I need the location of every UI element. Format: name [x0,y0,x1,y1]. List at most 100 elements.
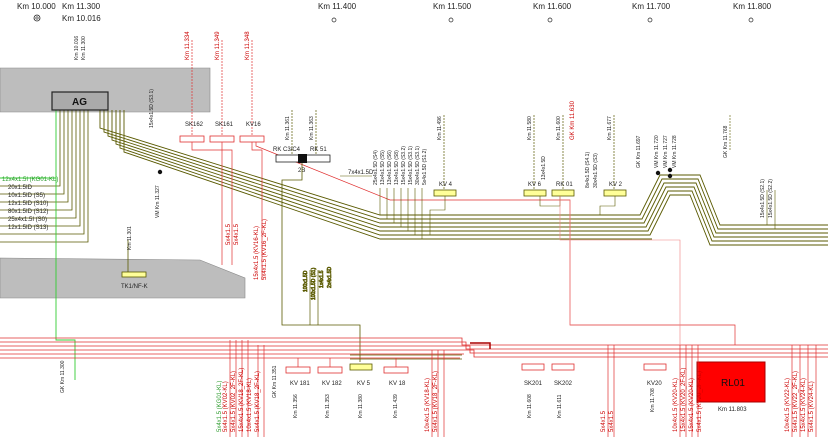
platforms [0,67,246,299]
svg-text:13x4x1.5D (S8): 13x4x1.5D (S8) [394,150,400,185]
svg-text:100x1.5D: 100x1.5D [303,270,309,292]
svg-text:KV 18: KV 18 [389,381,406,387]
svg-text:Km 11.363: Km 11.363 [309,116,315,140]
svg-text:5x4x1.5 (KV24-KL): 5x4x1.5 (KV24-KL) [809,381,815,432]
svg-text:15x4x1.5 (KV24-KL): 15x4x1.5 (KV24-KL) [801,378,807,432]
svg-text:RK C3/C4: RK C3/C4 [273,147,301,153]
box-rk01[interactable]: Km 11.600 GK Km 11.630 RK 01 [551,100,576,197]
svg-text:5x4x1.5D (S1.2): 5x4x1.5D (S1.2) [422,149,428,185]
red-signal-labels: 5x4x1.5 5x4x1.5 15x4x1.5 (KV16-KL) 5x4x1… [226,219,268,280]
box-kv4[interactable]: Km 11.496 KV 4 [429,115,457,235]
svg-text:5x4x1.5 (KV02_2F-KL): 5x4x1.5 (KV02_2F-KL) [231,371,237,432]
km-marker-icon [748,17,754,23]
right-olive-boxes: Km 11.496 KV 4 Km 11.580 13x4x1.5D KV 6 … [429,100,627,235]
rl01-box[interactable]: RL01 Km 11.803 [696,361,766,413]
km-label: Km 11.800 [733,2,772,11]
svg-text:Km 11.334: Km 11.334 [185,31,191,60]
bottom-olive-bundle [350,354,462,360]
signal-kv16[interactable]: Km 11.348 KV16 [239,31,265,143]
signal-sk161[interactable]: Km 11.349 SK161 [209,31,235,143]
svg-text:5x4x1.5 (KG01-KL): 5x4x1.5 (KG01-KL) [217,381,223,432]
svg-text:KV 2: KV 2 [609,182,623,188]
km-label: Km 10.000 [17,2,56,11]
svg-text:13x4x1.5D (S6): 13x4x1.5D (S6) [387,150,393,185]
svg-text:VM Km 11.720: VM Km 11.720 [654,135,660,168]
svg-text:KV16: KV16 [246,122,261,128]
pink-cable [559,196,681,345]
svg-text:15x4x1.5D (S3.2): 15x4x1.5D (S3.2) [401,146,407,185]
tk1-box[interactable]: Km 11.301 TK1/NF-K [121,226,148,290]
km-vertical-label: 15x4x1.5D (S3.1) [149,89,155,128]
svg-text:5x4x1.5: 5x4x1.5 [609,410,615,432]
box-kv2[interactable]: Km 11.677 8x4x1.5D (S4.1) 30x4x1.5D (S3)… [585,115,627,215]
km-vertical-label: Km 11.300 [81,36,87,60]
cable-list-item: 20x1.5ID [8,185,33,191]
svg-text:Km 11.677: Km 11.677 [607,116,613,140]
km-marker-icon [547,17,553,23]
bottom-red-labels: 5x4x1.5 (KV02-KL) 5x4x1.5 (KV02_2F-KL) 1… [217,368,815,432]
bottom-boxes: KV 181 Km 11.356 KV 182 Km 11.353 KV 5 K… [285,358,667,418]
top-signals: Km 11.334 SK162 Km 11.349 SK161 Km 11.34… [179,31,265,143]
svg-text:Km 11.608: Km 11.608 [527,394,533,418]
box-kv182[interactable]: KV 182 Km 11.353 [317,358,343,418]
svg-text:5x4x1.5 (KV18_2F-KL): 5x4x1.5 (KV18_2F-KL) [433,371,439,432]
svg-text:GK Km 11.697: GK Km 11.697 [636,135,642,168]
km-marker-icon [448,17,454,23]
svg-text:KV20: KV20 [647,381,662,387]
box-kv5[interactable]: KV 5 Km 11.380 [349,363,373,418]
km-header: Km 10.000 Km 11.300 Km 10.016 Km 11.400 … [17,2,772,60]
right-km-verticals: GK Km 11.697 VM Km 11.720 VM Km 11.727 V… [636,115,776,229]
box-sk201[interactable]: SK201 Km 11.608 [521,363,545,418]
svg-text:VM Km 11.727: VM Km 11.727 [663,135,669,168]
svg-text:Km 11.708: Km 11.708 [650,388,656,412]
svg-text:1x4x1.5: 1x4x1.5 [319,270,325,288]
svg-text:Km 11.348: Km 11.348 [245,31,251,60]
cable-list: 12x4x1.5I (KG01-KL) 20x1.5ID 10x1.5ID (S… [2,177,58,231]
gk-label: GK Km 11.300 [60,360,66,393]
cable-list-item: 25x4x1.5I (S0) [8,217,47,223]
km-label: Km 11.500 [433,2,472,11]
svg-text:15x4x1.5 (KV16-KL): 15x4x1.5 (KV16-KL) [254,226,260,280]
svg-text:SK201: SK201 [524,381,543,387]
svg-text:SK161: SK161 [215,122,234,128]
svg-text:5x4x1.5: 5x4x1.5 [226,223,232,245]
bottom-red-drops [229,340,817,437]
svg-text:5x4x1.5 (KV02-KL): 5x4x1.5 (KV02-KL) [223,381,229,432]
gk-label: GK Km 11.351 [272,365,278,398]
svg-text:KV 181: KV 181 [290,381,310,387]
svg-text:25x4x1.5D (S4): 25x4x1.5D (S4) [373,150,379,185]
svg-text:KV 182: KV 182 [322,381,342,387]
target-icon [33,14,41,22]
svg-text:Km 11.356: Km 11.356 [293,394,299,418]
ag-station-box[interactable]: AG [51,91,109,111]
svg-text:Km 11.496: Km 11.496 [437,116,443,140]
svg-text:7x4x1.5D: 7x4x1.5D [348,170,374,176]
svg-text:5x4x1.5: 5x4x1.5 [601,410,607,432]
svg-text:Km 11.611: Km 11.611 [557,394,563,418]
red-signal-cables [191,142,736,345]
signal-sk162[interactable]: Km 11.334 SK162 [179,31,205,143]
left-cable-drops [0,110,89,243]
svg-text:5x4x1.5: 5x4x1.5 [234,223,240,245]
junction-dots [157,167,673,179]
svg-text:KV 4: KV 4 [439,182,453,188]
rk-c3c4-block[interactable]: Km 11.361 Km 11.363 RK C3/C4 RK 51 2B 7x… [273,110,374,362]
svg-text:Km 11.353: Km 11.353 [325,394,331,418]
svg-text:RK 01: RK 01 [556,182,573,188]
svg-text:30x4x1.5D (S3): 30x4x1.5D (S3) [593,153,599,188]
box-kv6[interactable]: Km 11.580 13x4x1.5D KV 6 [523,115,547,197]
svg-text:Km 11.349: Km 11.349 [215,31,221,60]
box-sk202[interactable]: SK202 Km 11.611 [551,363,575,418]
box-kv181[interactable]: KV 181 Km 11.356 [285,358,311,418]
svg-text:15x4x1.5 (KV20_2F-KL): 15x4x1.5 (KV20_2F-KL) [681,368,687,432]
km-marker-icon [331,17,337,23]
svg-text:13x4x1.5D: 13x4x1.5D [541,156,547,180]
svg-text:15x4x1.5 (KV18_2F-KL): 15x4x1.5 (KV18_2F-KL) [239,368,245,432]
box-kv18[interactable]: KV 18 Km 11.439 [383,358,409,418]
svg-text:15x4x1.5D (S2.2): 15x4x1.5D (S2.2) [768,179,774,218]
rl01-km: Km 11.803 [718,407,747,413]
svg-text:Km 11.580: Km 11.580 [527,116,533,140]
box-kv20[interactable]: KV20 Km 11.708 [643,363,667,412]
svg-text:2x4x1.5D: 2x4x1.5D [327,266,333,288]
